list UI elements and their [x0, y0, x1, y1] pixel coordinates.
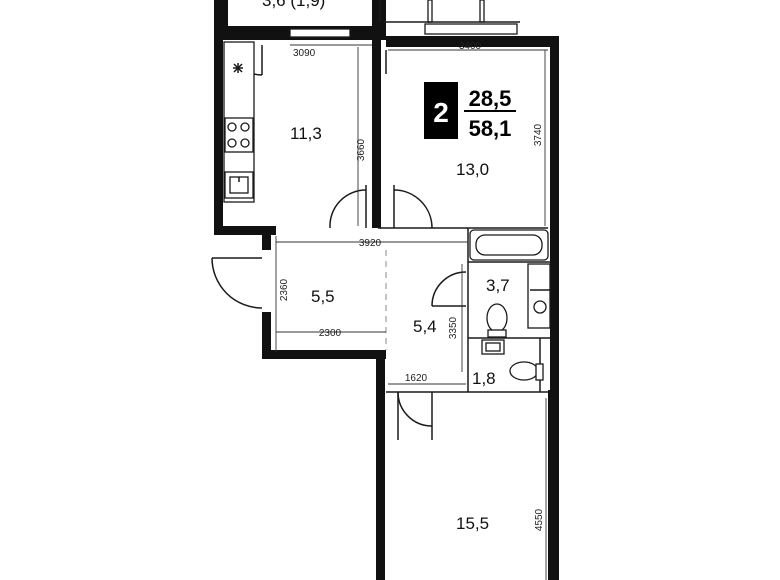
- dim-corridor-width: 1620: [405, 373, 428, 384]
- kitchen-sink-icon: [224, 171, 254, 199]
- dim-kitchen-width: 3090: [293, 48, 316, 59]
- bathtub-icon: [469, 229, 549, 261]
- dim-hall-height: 2360: [279, 278, 290, 301]
- partitions: [289, 0, 550, 393]
- room-count-badge: 2 28,5 58,1: [424, 82, 516, 141]
- washing-machine-icon: [527, 263, 551, 329]
- kitchen-fixtures: [223, 41, 255, 203]
- bathroom-sink-icon: [481, 339, 505, 355]
- fridge-icon: [233, 63, 243, 73]
- badge-total-area: 58,1: [469, 116, 512, 141]
- dim-hall-width: 2300: [319, 328, 342, 339]
- room-bedroom-area: 13,0: [456, 160, 489, 179]
- dim-bedroom-width: 3400: [459, 41, 482, 52]
- room-bathroom-area: 3,7: [486, 276, 510, 295]
- dim-kitchen-height: 3660: [356, 138, 367, 161]
- badge-living-area: 28,5: [469, 86, 512, 111]
- room-corridor-area: 5,4: [413, 317, 437, 336]
- wc-toilet-icon: [509, 361, 544, 381]
- dimension-lines: [275, 44, 548, 580]
- dim-hall-corridor-width: 3920: [359, 238, 382, 249]
- toilet-icon: [486, 303, 508, 338]
- room-kitchen-area: 11,3: [290, 124, 322, 143]
- room-living-area: 15,5: [456, 514, 489, 533]
- bathroom-fixtures: [469, 229, 551, 381]
- room-areas: 3,6 (1,9) 11,3 13,0 5,5 5,4 3,7 1,8 15,5: [262, 0, 510, 533]
- room-balcony-area: 3,6 (1,9): [262, 0, 325, 10]
- dimension-labels: 3090 3660 3400 3740 3920 2360 2300 3350 …: [279, 41, 545, 531]
- dim-living-height: 4550: [534, 508, 545, 531]
- badge-room-count: 2: [433, 97, 449, 128]
- stove-icon: [224, 117, 254, 153]
- dim-corridor-height: 3350: [448, 316, 459, 339]
- room-wc-area: 1,8: [472, 369, 496, 388]
- dim-bedroom-height: 3740: [533, 123, 544, 146]
- room-hall-area: 5,5: [311, 287, 335, 306]
